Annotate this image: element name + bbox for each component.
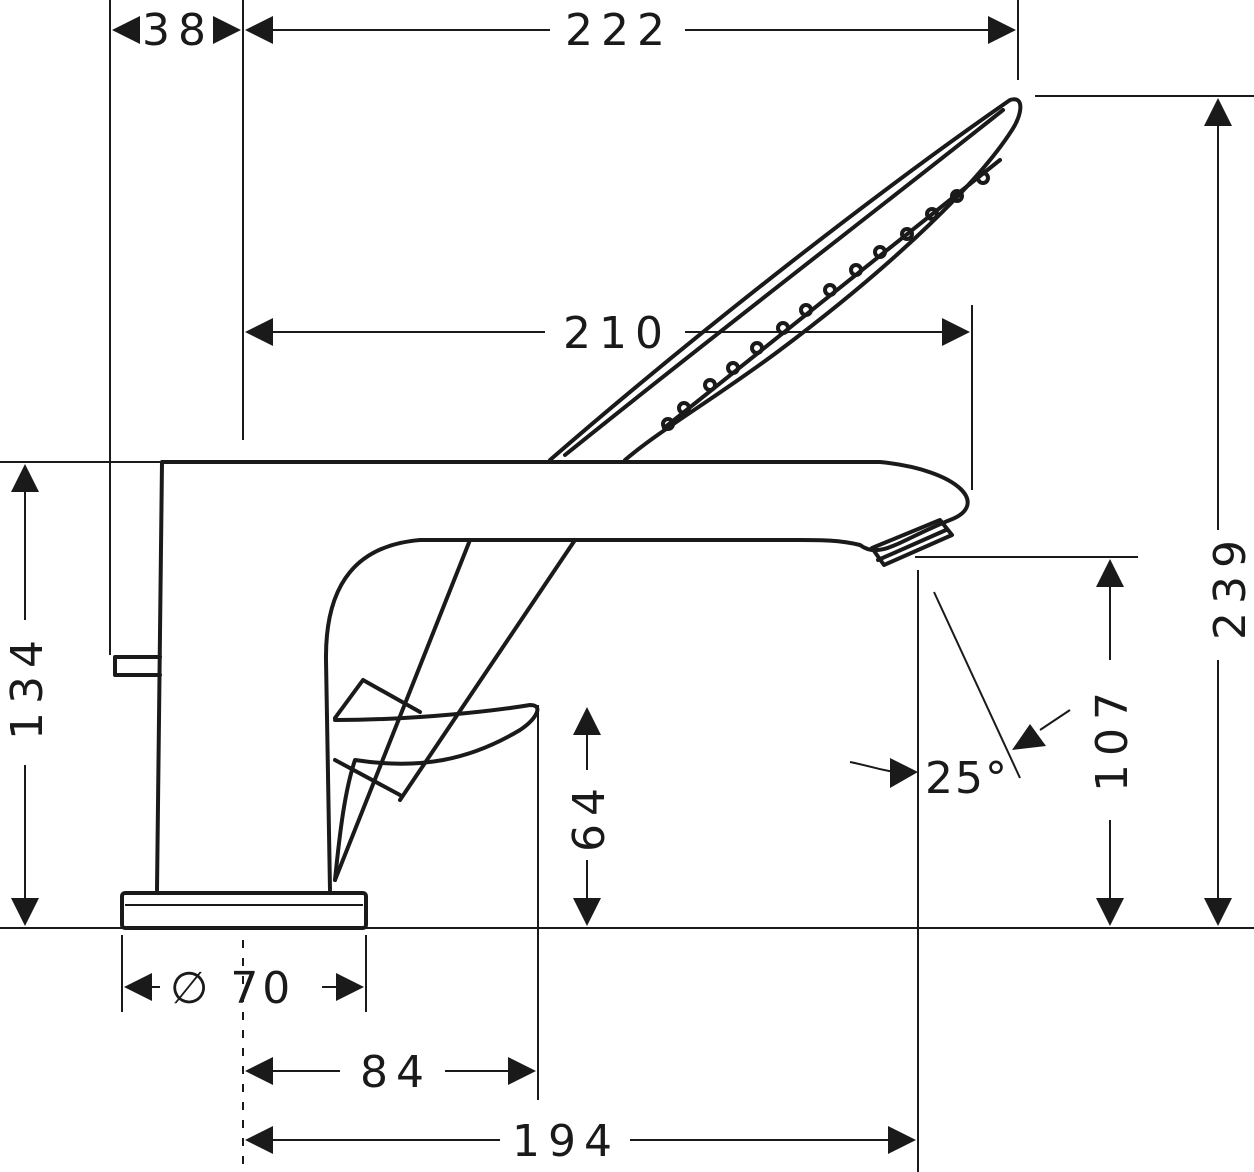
hand-shower [548, 97, 1023, 462]
dim-194-label: 194 [512, 1116, 620, 1167]
dim-194: 194 [245, 1116, 916, 1167]
spray-nozzles [661, 158, 1002, 431]
dim-84-label: 84 [360, 1047, 432, 1098]
dim-38: 38 [112, 5, 241, 56]
dim-dia70-label: ∅ 70 [170, 963, 294, 1014]
angle-25-label: 25° [925, 753, 1009, 804]
dim-64: 64 [564, 707, 615, 926]
dim-107: 107 [1087, 559, 1138, 926]
dim-134: 134 [2, 464, 53, 926]
dim-107-label: 107 [1087, 684, 1138, 792]
dim-134-label: 134 [2, 632, 53, 740]
dim-dia70: ∅ 70 [124, 963, 364, 1014]
dim-84: 84 [245, 1047, 536, 1098]
base-plate [120, 891, 368, 930]
dim-210-label: 210 [563, 308, 671, 359]
diverter-knob [113, 655, 162, 677]
dim-239-label: 239 [1205, 532, 1254, 640]
dim-222-label: 222 [565, 5, 673, 56]
dim-64-label: 64 [564, 780, 615, 852]
faucet-body [155, 460, 970, 892]
dim-222: 222 [245, 5, 1016, 56]
angle-25: 25° [849, 591, 1071, 804]
faucet-outline [113, 97, 1023, 930]
dim-38-label: 38 [142, 5, 214, 56]
hose [333, 538, 577, 882]
dim-239: 239 [1204, 98, 1254, 926]
dim-210: 210 [245, 308, 970, 359]
lever-handle [333, 703, 540, 882]
